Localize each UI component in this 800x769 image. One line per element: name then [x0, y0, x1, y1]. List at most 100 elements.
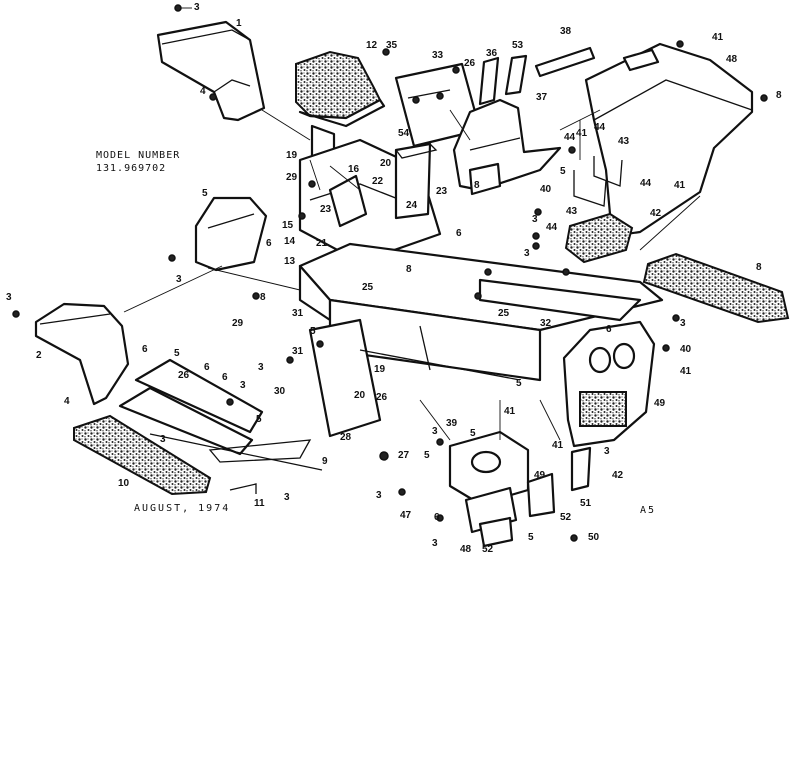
callout-labels: 3 1 4 12 35 33 26 36 53 38 41 48 8 37 54… — [6, 2, 782, 555]
callout-3-mid: 3 — [524, 248, 530, 259]
diagram-date: AUGUST, 1974 — [134, 503, 231, 514]
callout-41-mid: 41 — [576, 128, 588, 139]
brake-rod — [123, 265, 323, 494]
main-frame — [298, 242, 664, 438]
leader-lines — [261, 109, 701, 441]
callout-3-bottom: 3 — [284, 492, 290, 503]
callout-54: 54 — [398, 128, 410, 139]
callout-6-center: 6 — [456, 228, 462, 239]
callout-48-block: 48 — [460, 544, 472, 555]
callout-52-bottom: 52 — [482, 544, 494, 555]
callout-29-left: 29 — [232, 318, 244, 329]
callout-31-lower: 31 — [292, 346, 304, 357]
callout-3-grille-lower: 3 — [604, 446, 610, 457]
callout-5-mid: 5 — [516, 378, 522, 389]
callout-20-lower: 20 — [354, 390, 366, 401]
callout-25-mid: 25 — [362, 282, 374, 293]
small-brackets — [478, 46, 596, 106]
callout-38: 38 — [560, 26, 572, 37]
callout-24: 24 — [406, 200, 418, 211]
callout-8-upper: 8 — [474, 180, 480, 191]
callout-41-block: 41 — [552, 440, 564, 451]
callout-6-bumper-b: 6 — [204, 362, 210, 373]
grille-front-panel — [562, 320, 656, 448]
callout-3-lower: 3 — [258, 362, 264, 373]
callout-15: 15 — [282, 220, 294, 231]
hardware-fasteners — [168, 40, 684, 542]
callout-3-far-left: 3 — [6, 292, 12, 303]
callout-6-bumper-c: 6 — [222, 372, 228, 383]
callout-30: 30 — [274, 386, 286, 397]
page-code: A5 — [640, 505, 657, 516]
callout-8-right: 8 — [756, 262, 762, 273]
callout-3-bumper: 3 — [240, 380, 246, 391]
callout-26-bumper: 26 — [178, 370, 190, 381]
front-hood — [584, 42, 768, 238]
callout-42: 42 — [650, 208, 662, 219]
callout-23-left: 23 — [320, 204, 332, 215]
callout-3-left: 3 — [176, 274, 182, 285]
callout-13: 13 — [284, 256, 296, 267]
callout-3-block-left: 3 — [432, 426, 438, 437]
callout-2: 2 — [36, 350, 42, 361]
callout-32-right: 32 — [540, 318, 552, 329]
callout-9: 9 — [322, 456, 328, 467]
lower-mount-block — [448, 430, 592, 548]
callout-31-top: 31 — [292, 308, 304, 319]
callout-43-lower: 43 — [566, 206, 578, 217]
callout-41-grille: 41 — [680, 366, 692, 377]
callout-43: 43 — [618, 136, 630, 147]
callout-3-rod: 3 — [160, 434, 166, 445]
callout-5-right: 5 — [560, 166, 566, 177]
hood-panel — [156, 4, 266, 122]
callout-40-right: 40 — [680, 344, 692, 355]
callout-3-block-far: 3 — [376, 490, 382, 501]
callout-6-bumper: 6 — [142, 344, 148, 355]
callout-3-block-bottom: 3 — [432, 538, 438, 549]
callout-44-b: 44 — [594, 122, 606, 133]
callout-37: 37 — [536, 92, 548, 103]
callout-50: 50 — [588, 532, 600, 543]
callout-6-block: 6 — [434, 512, 440, 523]
rear-fender-panel — [452, 98, 562, 196]
callout-53: 53 — [512, 40, 524, 51]
left-footrest-mat — [73, 414, 212, 496]
callout-47: 47 — [400, 510, 412, 521]
callout-5-bumper: 5 — [174, 348, 180, 359]
callout-25-right: 25 — [498, 308, 510, 319]
callout-26: 26 — [464, 58, 476, 69]
callout-41-top: 41 — [712, 32, 724, 43]
callout-39: 39 — [446, 418, 458, 429]
callout-35: 35 — [386, 40, 398, 51]
callout-29-top: 29 — [286, 172, 298, 183]
callout-5-bumper-b: 5 — [256, 414, 262, 425]
callout-14: 14 — [284, 236, 296, 247]
callout-27: 27 — [398, 450, 410, 461]
left-side-panel — [194, 196, 268, 272]
callout-10: 10 — [118, 478, 130, 489]
callout-41-lower: 41 — [504, 406, 516, 417]
callout-8-center: 8 — [406, 264, 412, 275]
callout-4-bumper: 4 — [64, 396, 70, 407]
callout-46: 44 — [546, 222, 558, 233]
callout-8-left: 8 — [260, 292, 266, 303]
bumper-bar — [118, 358, 312, 463]
callout-49-block: 49 — [534, 470, 546, 481]
callout-41-right: 41 — [674, 180, 686, 191]
callout-8-top: 8 — [776, 90, 782, 101]
callout-11: 11 — [254, 498, 265, 509]
callout-1: 1 — [236, 18, 242, 29]
callout-44-c: 44 — [640, 178, 652, 189]
callout-6-right: 6 — [606, 324, 612, 335]
callout-19-lower: 19 — [374, 364, 386, 375]
callout-19: 19 — [286, 150, 298, 161]
callout-3: 3 — [194, 2, 200, 13]
callout-28: 28 — [340, 432, 352, 443]
callout-42-lower: 42 — [612, 470, 624, 481]
callout-33: 33 — [432, 50, 444, 61]
left-fender — [12, 302, 130, 406]
callout-51: 51 — [580, 498, 592, 509]
callout-44-a: 44 — [564, 132, 576, 143]
callout-5-block-bottom: 5 — [528, 532, 534, 543]
callout-5-left: 5 — [202, 188, 208, 199]
